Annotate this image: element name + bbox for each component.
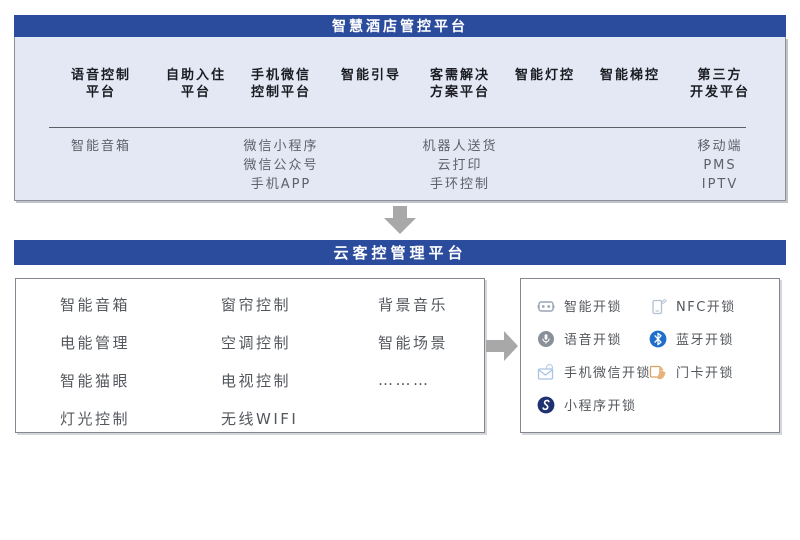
device-control-box: 智能音箱 电能管理 智能猫眼 灯光控制 窗帘控制 空调控制 电视控制 无线WIF… [15, 278, 485, 433]
list-item: 智能音箱 [60, 295, 131, 314]
third-party-items: 移动端 PMS IPTV [672, 137, 768, 194]
device-column-1: 智能音箱 电能管理 智能猫眼 灯光控制 [60, 285, 130, 437]
device-column-3: 背景音乐 智能场景 ……… [378, 285, 448, 437]
unlock-label: 智能开锁 [564, 300, 623, 315]
list-item: 背景音乐 [378, 295, 449, 314]
bottom-panel-title-bar: 云客控管理平台 [14, 240, 786, 265]
list-item: 云打印 [437, 158, 483, 173]
bluetooth-icon [649, 330, 667, 347]
nfc-phone-icon [652, 298, 667, 314]
list-item: 空调控制 [221, 333, 292, 352]
list-item: 窗帘控制 [221, 295, 292, 314]
list-item: 手环控制 [429, 177, 490, 192]
platform-column-self-checkin: 自助入住 平台 [165, 68, 226, 100]
unlock-column-left: 智能开锁 语音开锁 手机微信开锁 [537, 289, 651, 421]
list-item: 小程序开锁 [537, 388, 651, 421]
list-item: 智能开锁 [537, 289, 651, 322]
list-item: PMS [703, 158, 737, 173]
list-item: 蓝牙开锁 [649, 322, 736, 355]
list-item: 微信小程序 [243, 139, 319, 154]
list-item: 机器人送货 [422, 139, 498, 154]
platform-column-guest-needs: 客需解决 方案平台 [429, 68, 490, 100]
list-item: 移动端 [697, 139, 743, 154]
platform-column-wechat-control: 手机微信 控制平台 [250, 68, 311, 100]
platform-column-third-party: 第三方 开发平台 [689, 68, 750, 100]
platform-column-smart-lighting: 智能灯控 [514, 68, 575, 83]
robot-icon [537, 300, 555, 312]
top-panel-title: 智慧酒店管控平台 [332, 19, 468, 35]
unlock-label: 小程序开锁 [564, 399, 637, 414]
list-item: 电视控制 [221, 371, 292, 390]
wechat-control-items: 微信小程序 微信公众号 手机APP [229, 137, 333, 194]
list-item: 智能音箱 [70, 139, 131, 154]
unlock-label: NFC开锁 [676, 300, 736, 315]
miniprogram-icon [537, 396, 555, 413]
bottom-panel-title: 云客控管理平台 [333, 244, 467, 262]
right-arrow-icon [486, 331, 518, 361]
list-item: 灯光控制 [60, 409, 131, 428]
platform-column-voice-control: 语音控制 平台 [70, 68, 131, 100]
voice-control-items: 智能音箱 [56, 137, 146, 156]
list-item [378, 399, 448, 437]
list-item: 电能管理 [60, 333, 131, 352]
list-item: 语音开锁 [537, 322, 651, 355]
wechat-envelope-icon [537, 363, 554, 380]
top-panel-title-bar: 智慧酒店管控平台 [14, 15, 786, 37]
microphone-icon [538, 330, 554, 347]
top-panel-body: 语音控制 平台 自助入住 平台 手机微信 控制平台 智能引导 客需解决 方案平台… [14, 37, 786, 201]
list-item: 智能场景 [378, 333, 449, 352]
unlock-label: 手机微信开锁 [564, 366, 652, 381]
list-item: IPTV [701, 177, 739, 192]
device-column-2: 窗帘控制 空调控制 电视控制 无线WIFI [221, 285, 298, 437]
guest-needs-items: 机器人送货 云打印 手环控制 [412, 137, 508, 194]
platform-column-smart-elevator: 智能梯控 [599, 68, 660, 83]
unlock-label: 语音开锁 [564, 333, 623, 348]
down-arrow-icon [384, 206, 416, 234]
keycard-hand-icon [649, 365, 666, 379]
list-item: 手机APP [250, 177, 312, 192]
unlock-label: 蓝牙开锁 [676, 333, 735, 348]
list-item: 无线WIFI [221, 409, 299, 428]
divider-line [49, 127, 746, 128]
unlock-column-right: NFC开锁 蓝牙开锁 门卡开锁 [649, 289, 736, 388]
list-item: 微信公众号 [243, 158, 319, 173]
list-item: NFC开锁 [649, 289, 736, 322]
list-item: 门卡开锁 [649, 355, 736, 388]
unlock-methods-box: 智能开锁 语音开锁 手机微信开锁 [520, 278, 780, 433]
list-item: 手机微信开锁 [537, 355, 651, 388]
platform-column-smart-guide: 智能引导 [340, 68, 401, 83]
unlock-label: 门卡开锁 [676, 366, 735, 381]
list-item: 智能猫眼 [60, 371, 131, 390]
ellipsis-item: ……… [378, 371, 431, 389]
